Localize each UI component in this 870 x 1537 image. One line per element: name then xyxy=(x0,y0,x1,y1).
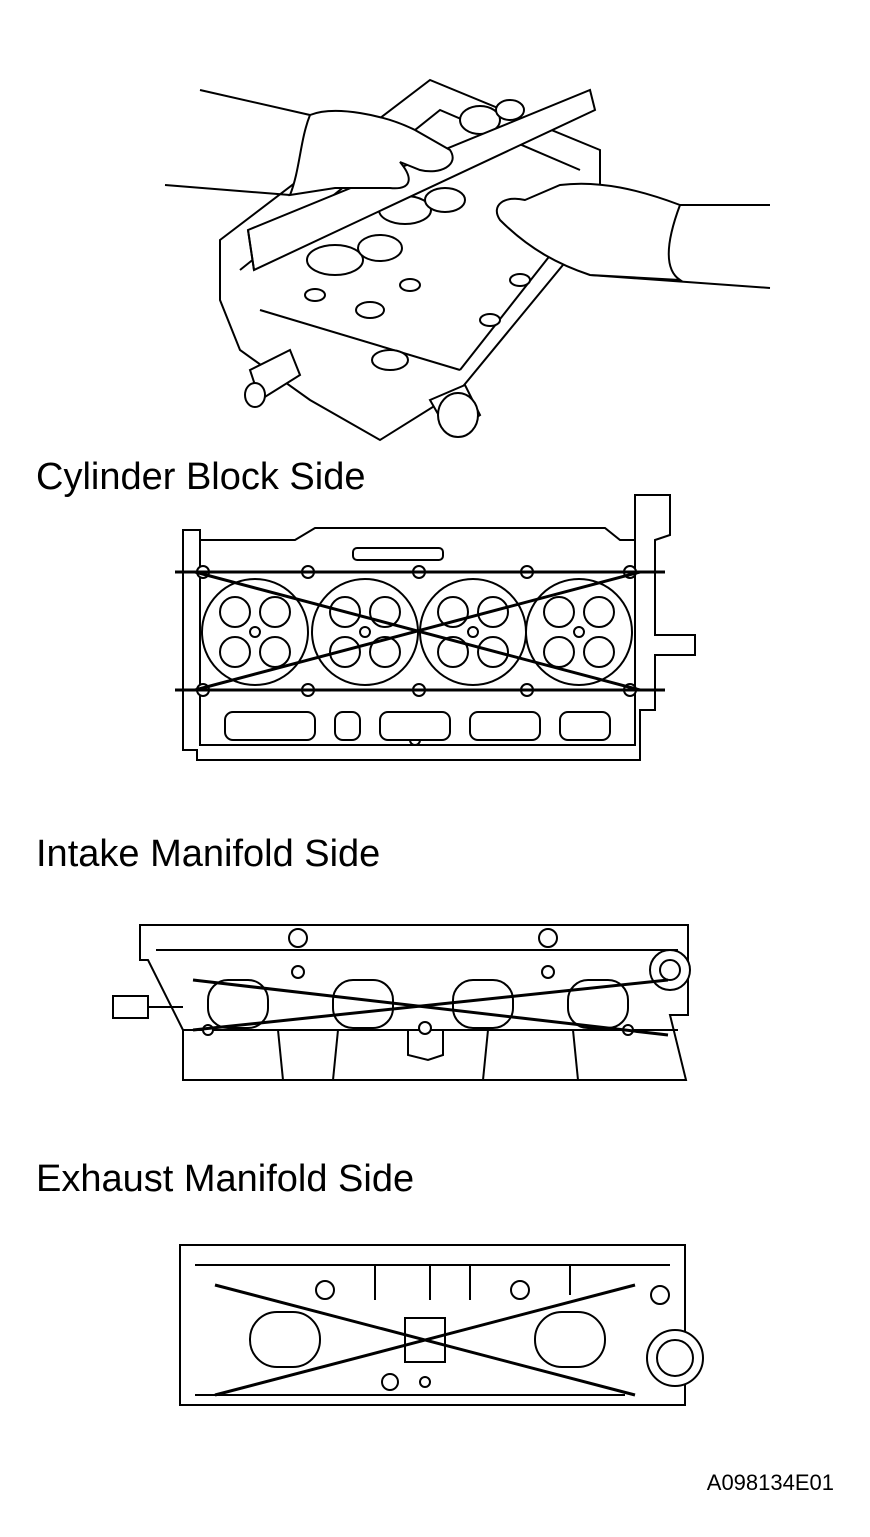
lower-water-jacket xyxy=(225,712,610,740)
intake-manifold-side-diagram xyxy=(108,920,698,1090)
straightedge-inspection-illustration xyxy=(160,70,780,460)
cylinder-block-side-diagram xyxy=(175,490,730,775)
measurement-lines xyxy=(215,1285,635,1395)
intake-ports xyxy=(208,980,628,1028)
measurement-lines xyxy=(175,572,665,690)
exhaust-manifold-side-diagram xyxy=(175,1240,720,1410)
straightedge-ruler xyxy=(248,90,595,270)
head-outline xyxy=(113,925,690,1080)
valve-ports xyxy=(220,597,614,667)
bolt-holes xyxy=(203,929,633,1035)
measurement-lines xyxy=(193,980,668,1035)
cylinder-block-side-label: Cylinder Block Side xyxy=(36,456,366,498)
left-hand xyxy=(165,90,453,195)
lower-ribs xyxy=(278,1030,578,1080)
upper-ribs xyxy=(375,1265,570,1300)
intake-manifold-side-label: Intake Manifold Side xyxy=(36,833,381,875)
right-hand xyxy=(497,184,770,288)
exhaust-manifold-side-label: Exhaust Manifold Side xyxy=(36,1158,415,1200)
figure-code: A098134E01 xyxy=(706,1470,834,1495)
bolt-holes xyxy=(316,1281,529,1390)
